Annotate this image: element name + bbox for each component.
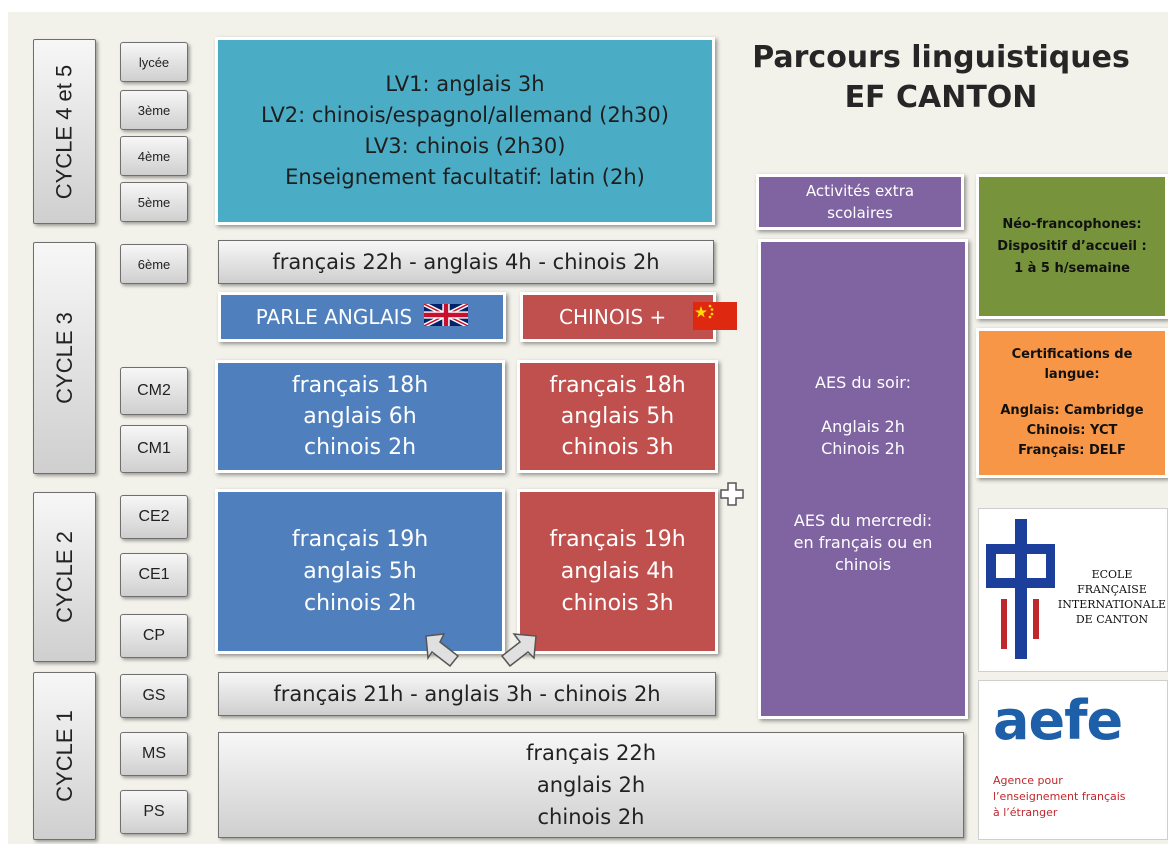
aefe-line: à l’étranger bbox=[993, 806, 1058, 819]
aes-evening-title: AES du soir: bbox=[815, 373, 911, 392]
school-logo-text: ECOLE FRANÇAISE INTERNATIONALE DE CANTON bbox=[1057, 567, 1167, 627]
page-title: Parcours linguistiques EF CANTON bbox=[726, 38, 1156, 118]
aefe-line: Agence pour bbox=[993, 774, 1063, 787]
level-4eme: 4ème bbox=[120, 136, 188, 176]
aefe-logo: aefe Agence pour l’enseignement français… bbox=[978, 680, 1168, 840]
extracurricular-label: Activités extra scolaires bbox=[805, 182, 915, 222]
track-english: PARLE ANGLAIS bbox=[218, 292, 506, 342]
level-3eme: 3ème bbox=[120, 90, 188, 130]
plus-icon bbox=[720, 482, 744, 506]
hours-line: anglais 2h bbox=[536, 773, 646, 797]
aes-line: Chinois 2h bbox=[821, 439, 905, 458]
certifications-box: Certifications de langue: Anglais: Cambr… bbox=[976, 328, 1168, 478]
cycle3-english-hours: français 18h anglais 6h chinois 2h bbox=[215, 360, 505, 473]
cert-title-line: Certifications de bbox=[1011, 347, 1133, 362]
extracurricular-box: Activités extra scolaires bbox=[756, 174, 964, 230]
hours-line: chinois 2h bbox=[537, 805, 645, 829]
cycle-3-text: CYCLE 3 bbox=[51, 312, 77, 404]
aes-line: chinois bbox=[834, 555, 892, 574]
hours-line: anglais 6h bbox=[303, 404, 417, 429]
track-chinese-label: CHINOIS + bbox=[559, 305, 667, 329]
cycle-2-label: CYCLE 2 bbox=[33, 492, 96, 662]
neo-line: 1 à 5 h/semaine bbox=[1014, 260, 1130, 276]
school-logo-line: ECOLE FRANÇAISE bbox=[1077, 568, 1147, 596]
aefe-wordmark: aefe bbox=[993, 689, 1123, 752]
level-ps: PS bbox=[120, 790, 188, 834]
aefe-line: l’enseignement français bbox=[993, 790, 1126, 803]
hours-line: chinois 2h bbox=[303, 435, 417, 460]
level-6eme: 6ème bbox=[120, 244, 188, 284]
cert-line: Français: DELF bbox=[1018, 443, 1126, 458]
title-line-2: EF CANTON bbox=[844, 80, 1038, 115]
school-logo-line: DE CANTON bbox=[1075, 613, 1149, 626]
neo-line: Néo-francophones: bbox=[1002, 216, 1142, 232]
college-line: Enseignement facultatif: latin (2h) bbox=[285, 165, 645, 189]
hours-line: français 19h bbox=[549, 526, 686, 552]
cert-title-line: langue: bbox=[1044, 367, 1100, 382]
aes-line: en français ou en bbox=[793, 533, 933, 552]
level-cp: CP bbox=[120, 614, 188, 658]
sixieme-bar: français 22h - anglais 4h - chinois 2h bbox=[218, 240, 714, 284]
china-flag-icon bbox=[693, 302, 737, 330]
cycle1-bar: français 22h anglais 2h chinois 2h bbox=[218, 732, 964, 838]
cycle2-chinese-hours: français 19h anglais 4h chinois 3h bbox=[517, 489, 718, 654]
hours-line: français 22h bbox=[525, 741, 657, 765]
school-emblem-icon bbox=[986, 519, 1055, 659]
level-lycee: lycée bbox=[120, 42, 188, 82]
neo-line: Dispositif d’accueil : bbox=[997, 238, 1147, 254]
level-ms: MS bbox=[120, 732, 188, 776]
level-ce1: CE1 bbox=[120, 553, 188, 597]
cert-line: Chinois: YCT bbox=[1026, 423, 1118, 438]
diagram-canvas: Parcours linguistiques EF CANTON CYCLE 4… bbox=[8, 12, 1168, 844]
school-logo-line: INTERNATIONALE bbox=[1057, 598, 1167, 611]
college-line: LV1: anglais 3h bbox=[385, 72, 545, 96]
cycle2-english-hours: français 19h anglais 5h chinois 2h bbox=[215, 489, 505, 654]
cycle-4-5-label: CYCLE 4 et 5 bbox=[33, 39, 96, 224]
level-gs: GS bbox=[120, 674, 188, 718]
hours-line: anglais 4h bbox=[560, 558, 675, 584]
track-chinese: CHINOIS + bbox=[520, 292, 716, 342]
level-cm1: CM1 bbox=[120, 425, 188, 473]
college-box: LV1: anglais 3h LV2: chinois/espagnol/al… bbox=[215, 37, 715, 225]
aes-box: AES du soir: Anglais 2h Chinois 2h AES d… bbox=[758, 239, 968, 719]
hours-line: français 19h bbox=[291, 526, 429, 552]
college-line: LV3: chinois (2h30) bbox=[364, 134, 566, 158]
uk-flag-icon bbox=[424, 302, 469, 333]
up-arrow-icon bbox=[500, 630, 540, 670]
gs-bar: français 21h - anglais 3h - chinois 2h bbox=[218, 672, 716, 716]
neo-francophones-box: Néo-francophones: Dispositif d’accueil :… bbox=[976, 174, 1168, 319]
aefe-tagline: Agence pour l’enseignement français à l’… bbox=[993, 773, 1163, 821]
cycle-1-label: CYCLE 1 bbox=[33, 672, 96, 840]
school-logo: ECOLE FRANÇAISE INTERNATIONALE DE CANTON bbox=[978, 508, 1168, 672]
cycle-1-text: CYCLE 1 bbox=[51, 710, 77, 802]
cycle-4-5-text: CYCLE 4 et 5 bbox=[51, 64, 77, 199]
hours-line: chinois 3h bbox=[561, 435, 674, 460]
hours-line: anglais 5h bbox=[303, 558, 417, 584]
cycle-3-label: CYCLE 3 bbox=[33, 242, 96, 474]
cert-line: Anglais: Cambridge bbox=[1000, 403, 1144, 418]
level-ce2: CE2 bbox=[120, 495, 188, 539]
cycle3-chinese-hours: français 18h anglais 5h chinois 3h bbox=[517, 360, 718, 473]
aes-line: AES du mercredi: bbox=[793, 511, 933, 530]
cycle-2-text: CYCLE 2 bbox=[51, 531, 77, 623]
aes-line: Anglais 2h bbox=[821, 417, 905, 436]
track-english-label: PARLE ANGLAIS bbox=[255, 305, 413, 329]
college-line: LV2: chinois/espagnol/allemand (2h30) bbox=[261, 103, 669, 127]
hours-line: français 18h bbox=[549, 373, 686, 398]
hours-line: chinois 2h bbox=[303, 590, 417, 616]
hours-line: anglais 5h bbox=[560, 404, 675, 429]
hours-line: français 18h bbox=[291, 373, 429, 398]
level-cm2: CM2 bbox=[120, 367, 188, 415]
level-5eme: 5ème bbox=[120, 182, 188, 222]
hours-line: chinois 3h bbox=[561, 590, 674, 616]
up-arrow-icon bbox=[422, 630, 462, 670]
title-line-1: Parcours linguistiques bbox=[752, 40, 1130, 75]
